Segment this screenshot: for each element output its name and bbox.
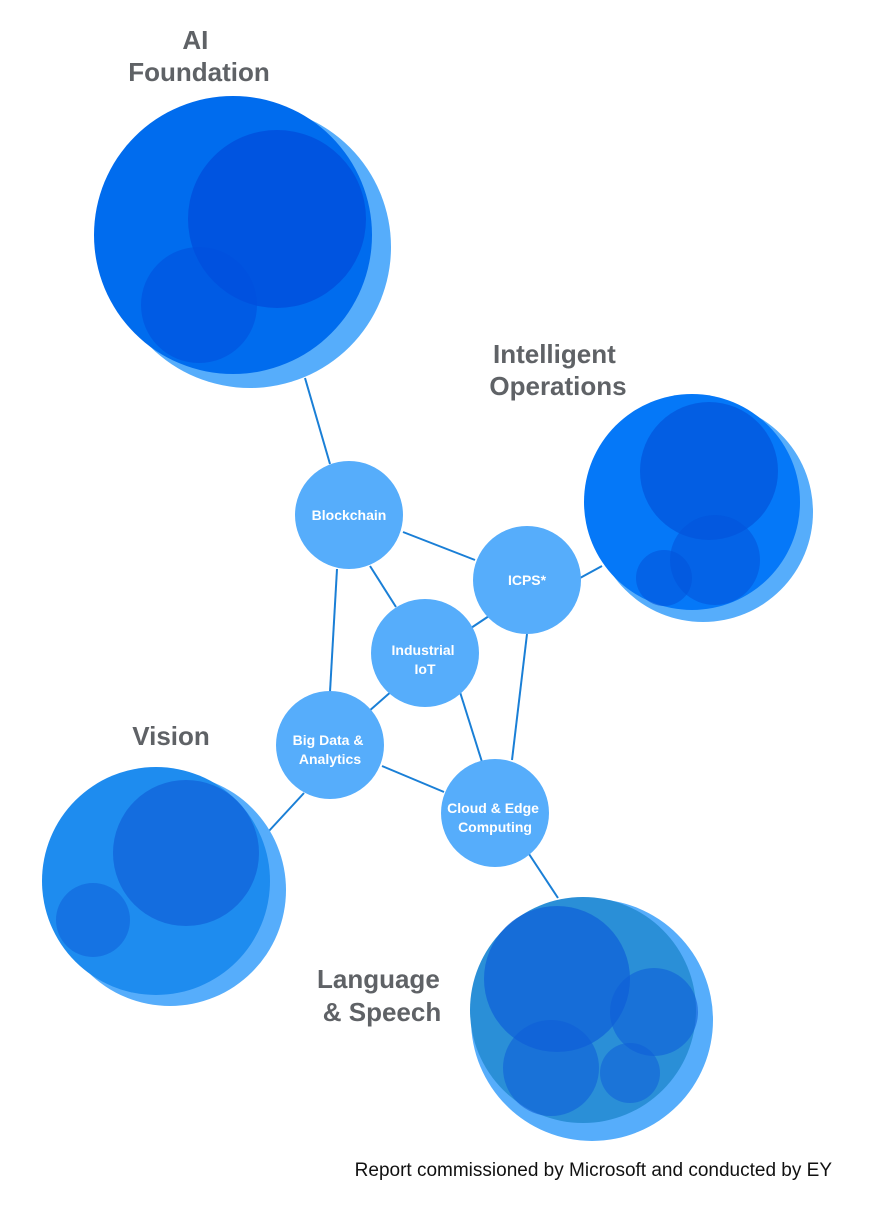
blockchain-label: Blockchain: [312, 507, 387, 523]
cloud-edge-label-line-2: Computing: [458, 819, 532, 835]
ai-foundation-title: AI Foundation: [128, 25, 270, 87]
big-data-label: Big Data & Analytics: [293, 732, 368, 767]
language-speech-title-line-2: & Speech: [323, 997, 442, 1027]
big-data-circle: [276, 691, 384, 799]
node-blockchain: Blockchain: [295, 461, 403, 569]
cloud-edge-circle: [441, 759, 549, 867]
connector-blockchain-bigdata: [329, 568, 338, 693]
language-speech-inner-circle-right: [610, 968, 698, 1056]
ai-foundation-title-line-1: AI: [182, 25, 208, 55]
icps-circle: [473, 526, 581, 634]
ai-foundation-inner-circle-small: [141, 247, 257, 363]
connector-bigdata-cloud: [381, 765, 445, 793]
connector-ai-blockchain: [304, 377, 331, 465]
industrial-iot-label: Industrial IoT: [392, 642, 459, 677]
cluster-ai-foundation: [94, 96, 391, 388]
connector-blockchain-icps: [402, 531, 476, 561]
node-industrial-iot: Industrial IoT: [371, 599, 479, 707]
industrial-iot-circle: [371, 599, 479, 707]
icps-label-line-1: ICPS*: [508, 572, 547, 588]
report-attribution: Report commissioned by Microsoft and con…: [354, 1160, 832, 1181]
language-speech-inner-circle-small: [600, 1043, 660, 1103]
vision-inner-circle-large: [113, 780, 259, 926]
connector-icps-intelligent: [579, 565, 603, 579]
language-speech-title-line-1: Language: [317, 964, 440, 994]
cluster-language-speech: [470, 897, 713, 1141]
big-data-label-line-2: Analytics: [299, 751, 361, 767]
language-speech-title: Language & Speech: [317, 964, 447, 1027]
blockchain-label-line-1: Blockchain: [312, 507, 387, 523]
connector-icps-cloud: [511, 633, 528, 761]
intelligent-operations-title: Intelligent Operations: [489, 339, 626, 401]
industrial-iot-label-line-1: Industrial: [392, 642, 455, 658]
cloud-edge-label-line-1: Cloud & Edge: [447, 800, 539, 816]
vision-title: Vision: [132, 721, 210, 751]
industrial-iot-label-line-2: IoT: [415, 661, 436, 677]
node-big-data: Big Data & Analytics: [276, 691, 384, 799]
intelligent-operations-title-line-1: Intelligent: [493, 339, 616, 369]
cloud-edge-label: Cloud & Edge Computing: [447, 800, 543, 835]
intelligent-operations-title-line-2: Operations: [489, 371, 626, 401]
connector-industrial-bigdata: [367, 689, 394, 713]
node-icps: ICPS*: [473, 526, 581, 634]
connector-industrial-cloud: [459, 691, 483, 763]
icps-label: ICPS*: [508, 572, 547, 588]
blockchain-circle: [295, 461, 403, 569]
big-data-label-line-1: Big Data &: [293, 732, 364, 748]
vision-inner-circle-small: [56, 883, 130, 957]
language-speech-inner-circle-large: [484, 906, 630, 1052]
cluster-intelligent-operations: [584, 394, 813, 622]
intelligent-operations-inner-circle-large: [640, 402, 778, 540]
language-speech-inner-circle-bottom: [503, 1020, 599, 1116]
vision-title-line-1: Vision: [132, 721, 210, 751]
ai-foundation-title-line-2: Foundation: [128, 57, 270, 87]
cluster-vision: [42, 767, 286, 1006]
node-cloud-edge: Cloud & Edge Computing: [441, 759, 549, 867]
connector-cloud-language: [528, 853, 559, 899]
intelligent-operations-inner-circle-medium: [670, 515, 760, 605]
intelligent-operations-inner-circle-small: [636, 550, 692, 606]
connector-bigdata-vision: [267, 792, 305, 833]
connector-blockchain-industrial: [369, 565, 397, 608]
